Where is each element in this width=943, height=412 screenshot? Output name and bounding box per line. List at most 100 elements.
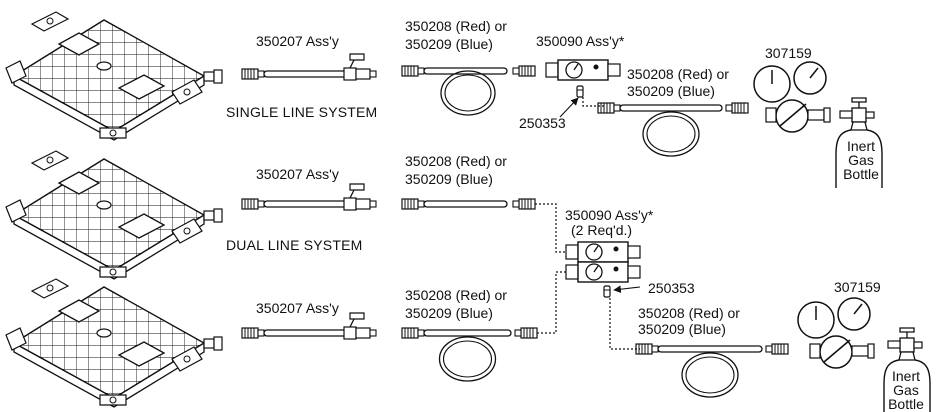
coupler-body — [520, 327, 538, 339]
coil-loop-inner — [685, 356, 735, 394]
single-regulator-label: 307159 — [765, 45, 812, 61]
quick-coupler — [401, 327, 425, 339]
plate-single — [5, 11, 223, 141]
valve-tip — [369, 200, 377, 208]
single-coil-outer — [440, 70, 496, 116]
regulator-outlet — [807, 109, 825, 121]
bottle-valve-side-port — [839, 110, 853, 119]
coupler-body — [241, 198, 259, 210]
dual-top-dotted-connector — [535, 203, 566, 253]
valve-tip — [369, 329, 377, 337]
dual-bottle-label-2: Gas — [893, 382, 919, 398]
single-bottle-label-3: Bottle — [843, 166, 879, 182]
coupler-stem — [257, 200, 265, 208]
plate-outlet — [203, 338, 215, 349]
coupler-body — [401, 65, 419, 77]
plate-top-grid — [12, 286, 206, 399]
dual-top-assembly-350207 — [241, 183, 377, 211]
coupler-stem — [514, 329, 522, 337]
plate-top-grid — [12, 158, 206, 271]
valve-body — [343, 67, 357, 81]
single-bottle-label-1: Inert — [846, 138, 875, 154]
plate-tab-hole — [109, 396, 117, 404]
regulator-needle-right — [809, 67, 819, 79]
dual-manifold-label-2: (2 Req'd.) — [571, 222, 633, 238]
hose-tube — [263, 200, 355, 208]
manifold-gauge-needle — [593, 265, 599, 273]
dual-regulator-label: 307159 — [834, 279, 881, 295]
valve-outlet — [355, 327, 371, 339]
bottle-shoulder — [835, 129, 883, 188]
coupler-stem — [257, 70, 265, 78]
quick-coupler — [241, 327, 265, 339]
dual-bottom-hose-label-1: 350208 (Red) or — [405, 287, 507, 303]
plate-outlet — [203, 210, 215, 221]
regulator-handle — [779, 103, 807, 127]
plate-outlet-nut — [213, 208, 223, 223]
regulator-inlet — [809, 343, 821, 359]
single-line-system-title: SINGLE LINE SYSTEM — [226, 104, 378, 120]
coil-loop-inner — [442, 340, 493, 378]
single-manifold-label: 350090 Ass'y* — [536, 33, 625, 49]
dual-gas-bottle — [883, 327, 931, 412]
single-assembly-350207 — [241, 53, 377, 81]
valve-tip — [369, 70, 377, 78]
plate-tab-hole — [46, 284, 54, 292]
hose-tube — [263, 329, 355, 337]
single-assembly-label: 350207 Ass'y — [256, 33, 339, 49]
coupler-stem — [417, 329, 425, 337]
coupler-body — [241, 327, 259, 339]
coupler-stem — [725, 104, 733, 112]
plate-dual-top — [5, 150, 223, 280]
dual-top-hose-350208 — [401, 198, 536, 210]
valve-handle — [349, 53, 365, 61]
manifold-port — [613, 246, 619, 252]
regulator-outlet — [851, 345, 869, 357]
single-fitting-250353 — [576, 85, 584, 98]
coupler-stem — [613, 104, 621, 112]
hose-tube — [423, 200, 508, 208]
coupler-stem — [512, 67, 520, 75]
bottle-valve-outlet — [913, 341, 923, 349]
parts-layer — [241, 53, 931, 412]
bottle-neck — [898, 351, 916, 361]
dual-hose2-label-1: 350208 (Red) or — [638, 305, 740, 321]
quick-coupler — [401, 65, 425, 77]
coupler-body — [241, 68, 259, 80]
manifold-inlet — [565, 264, 579, 280]
hose-tube — [263, 70, 355, 78]
quick-coupler — [725, 102, 749, 114]
dual-regulator-307159 — [797, 297, 875, 369]
dual-fitting-250353 — [603, 285, 611, 298]
plate-outlet-nut — [213, 69, 223, 84]
plate-top-grid — [12, 19, 206, 132]
coupler-stem — [512, 200, 520, 208]
coupler-body — [518, 65, 536, 77]
bottle-valve-handle — [851, 97, 867, 103]
single-fitting-leader — [559, 97, 579, 118]
regulator-inlet — [765, 107, 777, 123]
single-regulator-307159 — [753, 61, 831, 133]
plate-tab-hole — [183, 355, 191, 363]
valve-handle — [349, 183, 365, 191]
single-hose-label-1: 350208 (Red) or — [405, 18, 507, 34]
bottle-neck — [850, 121, 868, 131]
valve-body — [343, 197, 357, 211]
plate-dual-bottom — [5, 278, 223, 408]
manifold-inlet — [565, 244, 579, 260]
regulator-needle-right — [853, 303, 863, 315]
manifold-gauge-needle — [593, 245, 599, 253]
plate-center-port — [96, 328, 112, 338]
single-coil-inner — [444, 74, 492, 112]
dual-fitting-label: 250353 — [648, 280, 695, 296]
coil-loop-inner — [646, 115, 696, 153]
dual-bottom-dotted-connector — [537, 271, 566, 334]
dual-manifold-350090-b — [565, 261, 641, 283]
valve-outlet — [355, 68, 371, 80]
quick-coupler — [241, 198, 265, 210]
single-hose2-350208 — [597, 102, 749, 157]
bottle-valve-side-port — [887, 340, 901, 349]
manifold-port — [593, 64, 599, 70]
single-fitting-label: 250353 — [519, 115, 566, 131]
